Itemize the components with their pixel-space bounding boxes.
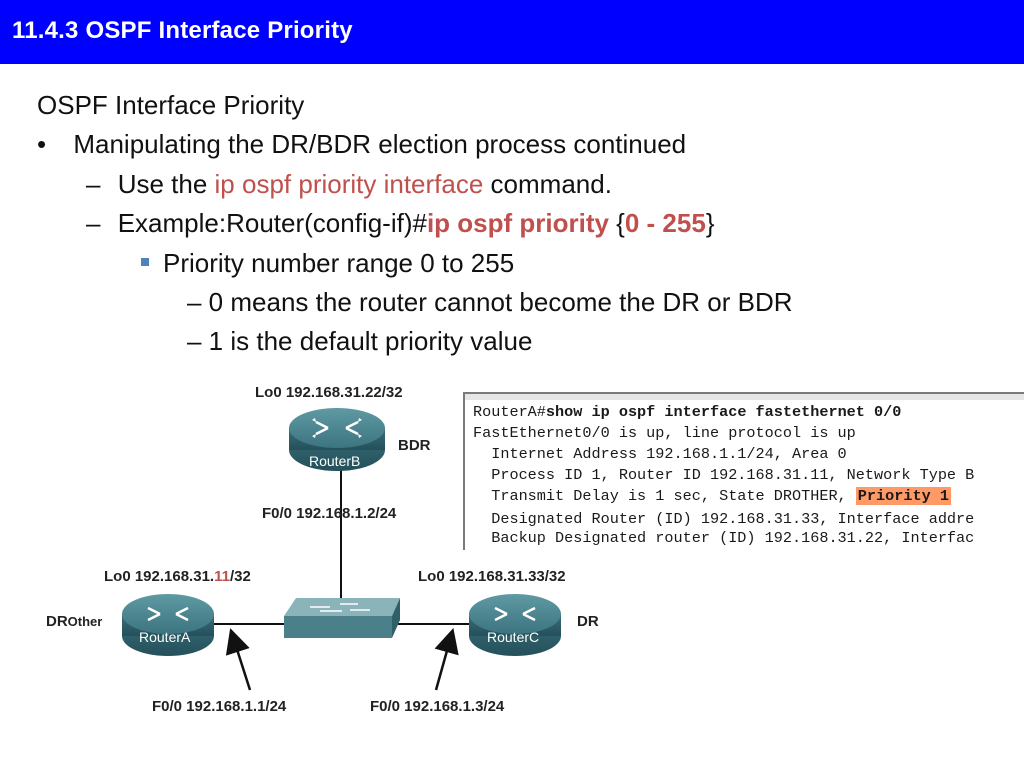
router-b-loopback: Lo0 192.168.31.22/32 [255,384,403,401]
sub-item-1-text: Priority number range 0 to 255 [163,248,515,278]
panel-top-border [465,394,1024,400]
dash-item-2: – Example:Router(config-if)#ip ospf prio… [86,208,715,238]
router-a-role-other: Other [67,614,103,629]
router-a-name: RouterA [139,629,191,645]
subsub-item-1: – 0 means the router cannot become the D… [187,287,793,317]
bullet-1-text: Manipulating the DR/BDR election process… [73,129,687,159]
router-b-icon [289,408,385,471]
title-bar: 11.4.3 OSPF Interface Priority [0,0,1024,64]
router-a-loopback: Lo0 192.168.31.11/32 [104,568,251,585]
bullet-1: • Manipulating the DR/BDR election proce… [37,129,686,159]
dash-2-range: 0 - 255 [624,208,706,238]
dash-2-prefix: Example:Router(config-if)# [117,208,427,238]
dash-item-1: – Use the ip ospf priority interface com… [86,169,612,199]
dash-2-brace-close: } [705,208,715,238]
arrow-routerc-interface [434,627,459,691]
cli-output-panel: RouterA#show ip ospf interface fastether… [463,392,1024,550]
dash-1-prefix: Use the [117,169,215,199]
dash-1-command: ip ospf priority interface [214,169,484,199]
router-b-interface: F0/0 192.168.1.2/24 [262,505,397,522]
router-c-name: RouterC [487,629,540,645]
cli-priority-highlight: Priority 1 [855,487,951,505]
cli-line-3: Process ID 1, Router ID 192.168.31.11, N… [473,466,975,484]
cli-command: show ip ospf interface fastethernet 0/0 [545,403,902,421]
router-c-loopback: Lo0 192.168.31.33/32 [418,568,566,585]
cli-line-4: Designated Router (ID) 192.168.31.33, In… [473,510,975,528]
cli-line-2: Internet Address 192.168.1.1/24, Area 0 [473,445,847,463]
cli-line-transmit: Transmit Delay is 1 sec, State DROTHER, … [473,487,951,505]
router-b-role: BDR [398,437,431,454]
router-b-name: RouterB [309,453,361,469]
router-c-role: DR [577,613,599,630]
network-topology-diagram: RouterB RouterA RouterC Lo0 192.168.31.2… [0,370,620,768]
router-c-interface: F0/0 192.168.1.3/24 [370,698,505,715]
cli-line-1: FastEthernet0/0 is up, line protocol is … [473,424,856,442]
cli-prompt: RouterA# [473,403,546,421]
cli-line-5: Backup Designated router (ID) 192.168.31… [473,529,975,547]
bullet-dot: • [37,129,47,159]
square-bullet-icon [141,258,149,267]
dash-marker: – [86,169,101,199]
cli-command-line: RouterA#show ip ospf interface fastether… [473,403,901,421]
router-a-loopback-prefix: Lo0 192.168.31. [104,568,215,585]
slide-heading: OSPF Interface Priority [37,90,305,120]
dash-2-brace-open: { [608,208,625,238]
cli-transmit-text: Transmit Delay is 1 sec, State DROTHER, [473,487,856,505]
dash-marker: – [86,208,101,238]
slide-title: 11.4.3 OSPF Interface Priority [12,17,353,44]
router-a-loopback-octet: 11 [214,568,230,585]
router-a-role: DROther [46,613,102,630]
arrow-routera-interface [225,628,252,691]
dash-1-suffix: command. [483,169,612,199]
router-c-icon [469,594,561,656]
switch-icon [284,598,400,638]
topology-links [122,408,561,691]
router-a-role-dr: DR [46,613,68,630]
sub-item-1: Priority number range 0 to 255 [141,248,514,278]
dash-2-command: ip ospf priority [426,208,609,238]
router-a-interface: F0/0 192.168.1.1/24 [152,698,287,715]
subsub-item-2: – 1 is the default priority value [187,326,533,356]
router-a-loopback-suffix: /32 [229,568,251,585]
router-a-icon [122,594,214,656]
